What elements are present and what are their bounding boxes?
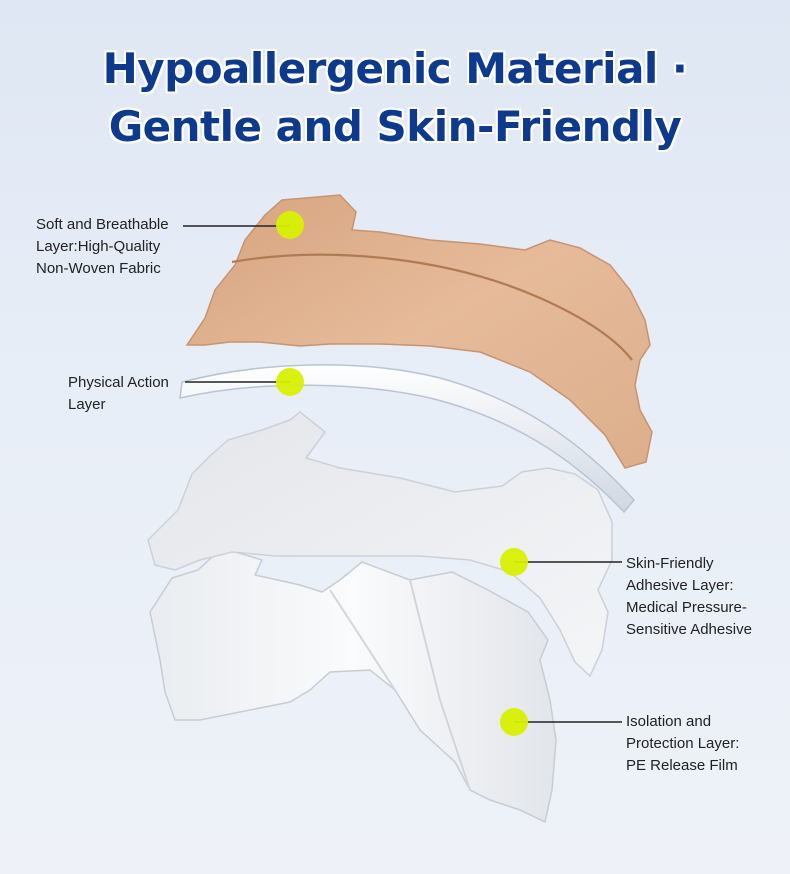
callout-action-line-2: Layer [68,396,106,413]
fabric-layer [185,194,653,469]
marker-dot-fabric [276,211,304,239]
callout-isolation-line-1: Isolation and [626,713,712,730]
callout-isolation-line-2: Protection Layer: [626,735,740,752]
fabric-seam [231,253,633,361]
title-line-1: Hypoallergenic Material · [102,44,688,93]
callout-fabric-line-2: Layer:High-Quality [36,238,161,255]
physical-action-layer [179,364,635,514]
callout-fabric-line-1: Soft and Breathable [36,216,169,233]
release-film-fold [329,579,471,791]
callout-isolation: Isolation and Protection Layer: PE Relea… [626,711,739,777]
callout-adhesive: Skin-Friendly Adhesive Layer: Medical Pr… [626,553,752,641]
callout-adhesive-line-3: Medical Pressure- [626,599,747,616]
adhesive-layer [147,411,613,678]
callout-fabric-line-3: Non-Woven Fabric [36,260,161,277]
callout-adhesive-line-2: Adhesive Layer: [626,577,734,594]
title-line-2: Gentle and Skin-Friendly [108,102,682,151]
release-film-layer [149,547,557,824]
callout-action: Physical Action Layer [68,372,169,416]
callout-isolation-line-3: PE Release Film [626,757,738,774]
marker-dot-isolation [500,708,528,736]
callout-fabric: Soft and Breathable Layer:High-Quality N… [36,214,169,280]
callout-adhesive-line-4: Sensitive Adhesive [626,621,752,638]
marker-dot-action [276,368,304,396]
marker-dot-adhesive [500,548,528,576]
page-title: Hypoallergenic Material · Gentle and Ski… [0,40,790,156]
callout-adhesive-line-1: Skin-Friendly [626,555,714,572]
callout-action-line-1: Physical Action [68,374,169,391]
